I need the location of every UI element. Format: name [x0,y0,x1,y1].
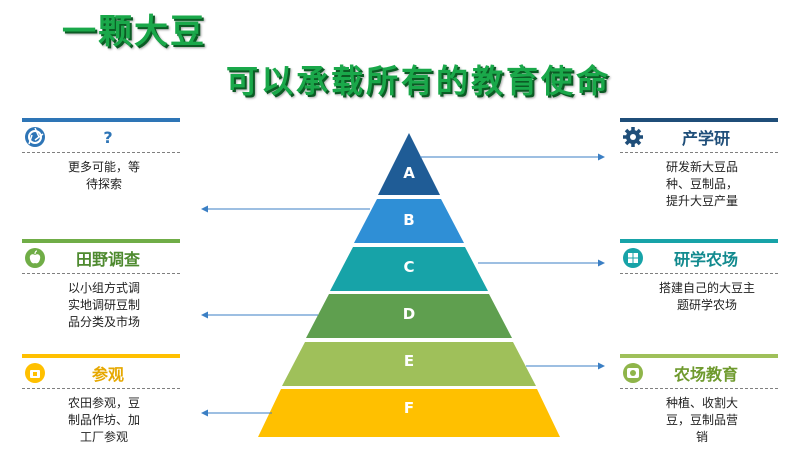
layer-label-d: D [402,305,416,323]
panel-heading: 农场教育 [673,365,738,384]
body-line: 实地调研豆制 [67,298,140,312]
panel-farm-education: 农场教育 种植、收割大 豆，豆制品营 销 [620,354,778,446]
body-line: 品分类及市场 [67,315,140,329]
apple-icon [24,247,46,269]
layer-label-f: F [403,399,415,417]
panel-accent-bar [22,118,180,122]
pyramid-layer-e [282,342,536,386]
body-line: 以小组方式调 [67,281,140,295]
panel-study-farm: 研学农场 搭建自己的大豆主 题研学农场 [620,239,778,314]
panel-heading: 研学农场 [673,250,738,269]
layer-label-c: C [403,258,415,276]
body-line: 提升大豆产量 [665,194,738,208]
panel-visit: 参观 农田参观，豆 制品作坊、加 工厂参观 [22,354,180,446]
body-line: 销 [695,430,708,444]
camera-icon [622,362,644,384]
panel-heading: 田野调查 [75,250,140,269]
panel-header: ? [22,122,180,153]
panel-header: 产学研 [620,122,778,153]
panel-body: 农田参观，豆 制品作坊、加 工厂参观 [22,395,180,446]
body-line: 更多可能，等 [67,160,140,174]
panel-header: 农场教育 [620,358,778,389]
body-line: 种植、收割大 [665,396,738,410]
windows-icon [622,247,644,269]
panel-industry-research: 产学研 研发新大豆品 种、豆制品， 提升大豆产量 [620,118,778,210]
panel-accent-bar [620,354,778,358]
panel-body: 研发新大豆品 种、豆制品， 提升大豆产量 [620,159,778,210]
body-line: 豆，豆制品营 [665,413,738,427]
panel-body: 搭建自己的大豆主 题研学农场 [620,280,778,314]
body-line: 工厂参观 [79,430,128,444]
panel-more-possibilities: ? 更多可能，等 待探索 [22,118,180,193]
panel-body: 更多可能，等 待探索 [22,159,180,193]
layer-label-a: A [403,164,415,182]
pyramid-layer-f [258,389,560,437]
panel-heading: ? [103,127,113,147]
body-line: 待探索 [85,177,122,191]
panel-accent-bar [620,118,778,122]
panel-header: 参观 [22,358,180,389]
panel-accent-bar [22,239,180,243]
pyramid-layer-c [330,247,488,291]
gear-icon [622,126,644,148]
body-line: 农田参观，豆 [67,396,140,410]
panel-heading: 参观 [91,365,124,384]
layer-label-b: B [403,211,415,229]
title-line-2: 可以承载所有的教育使命 [226,62,612,100]
body-line: 研发新大豆品 [665,160,738,174]
body-line: 题研学农场 [676,298,737,312]
panel-heading: 产学研 [681,129,730,148]
layer-label-e: E [403,352,415,370]
pyramid-layer-d [306,294,512,338]
body-line: 搭建自己的大豆主 [658,281,755,295]
panel-header: 研学农场 [620,243,778,274]
title-line-1: 一颗大豆 [62,12,206,52]
panel-accent-bar [620,239,778,243]
panel-accent-bar [22,354,180,358]
panel-body: 种植、收割大 豆，豆制品营 销 [620,395,778,446]
body-line: 种、豆制品， [665,177,738,191]
panel-header: 田野调查 [22,243,180,274]
pyramid-layer-b [354,199,464,243]
pyramid-layer-a [378,133,440,195]
bag-icon [24,362,46,384]
panel-body: 以小组方式调 实地调研豆制 品分类及市场 [22,280,180,331]
body-line: 制品作坊、加 [67,413,140,427]
aperture-icon [24,126,46,148]
panel-field-research: 田野调查 以小组方式调 实地调研豆制 品分类及市场 [22,239,180,331]
